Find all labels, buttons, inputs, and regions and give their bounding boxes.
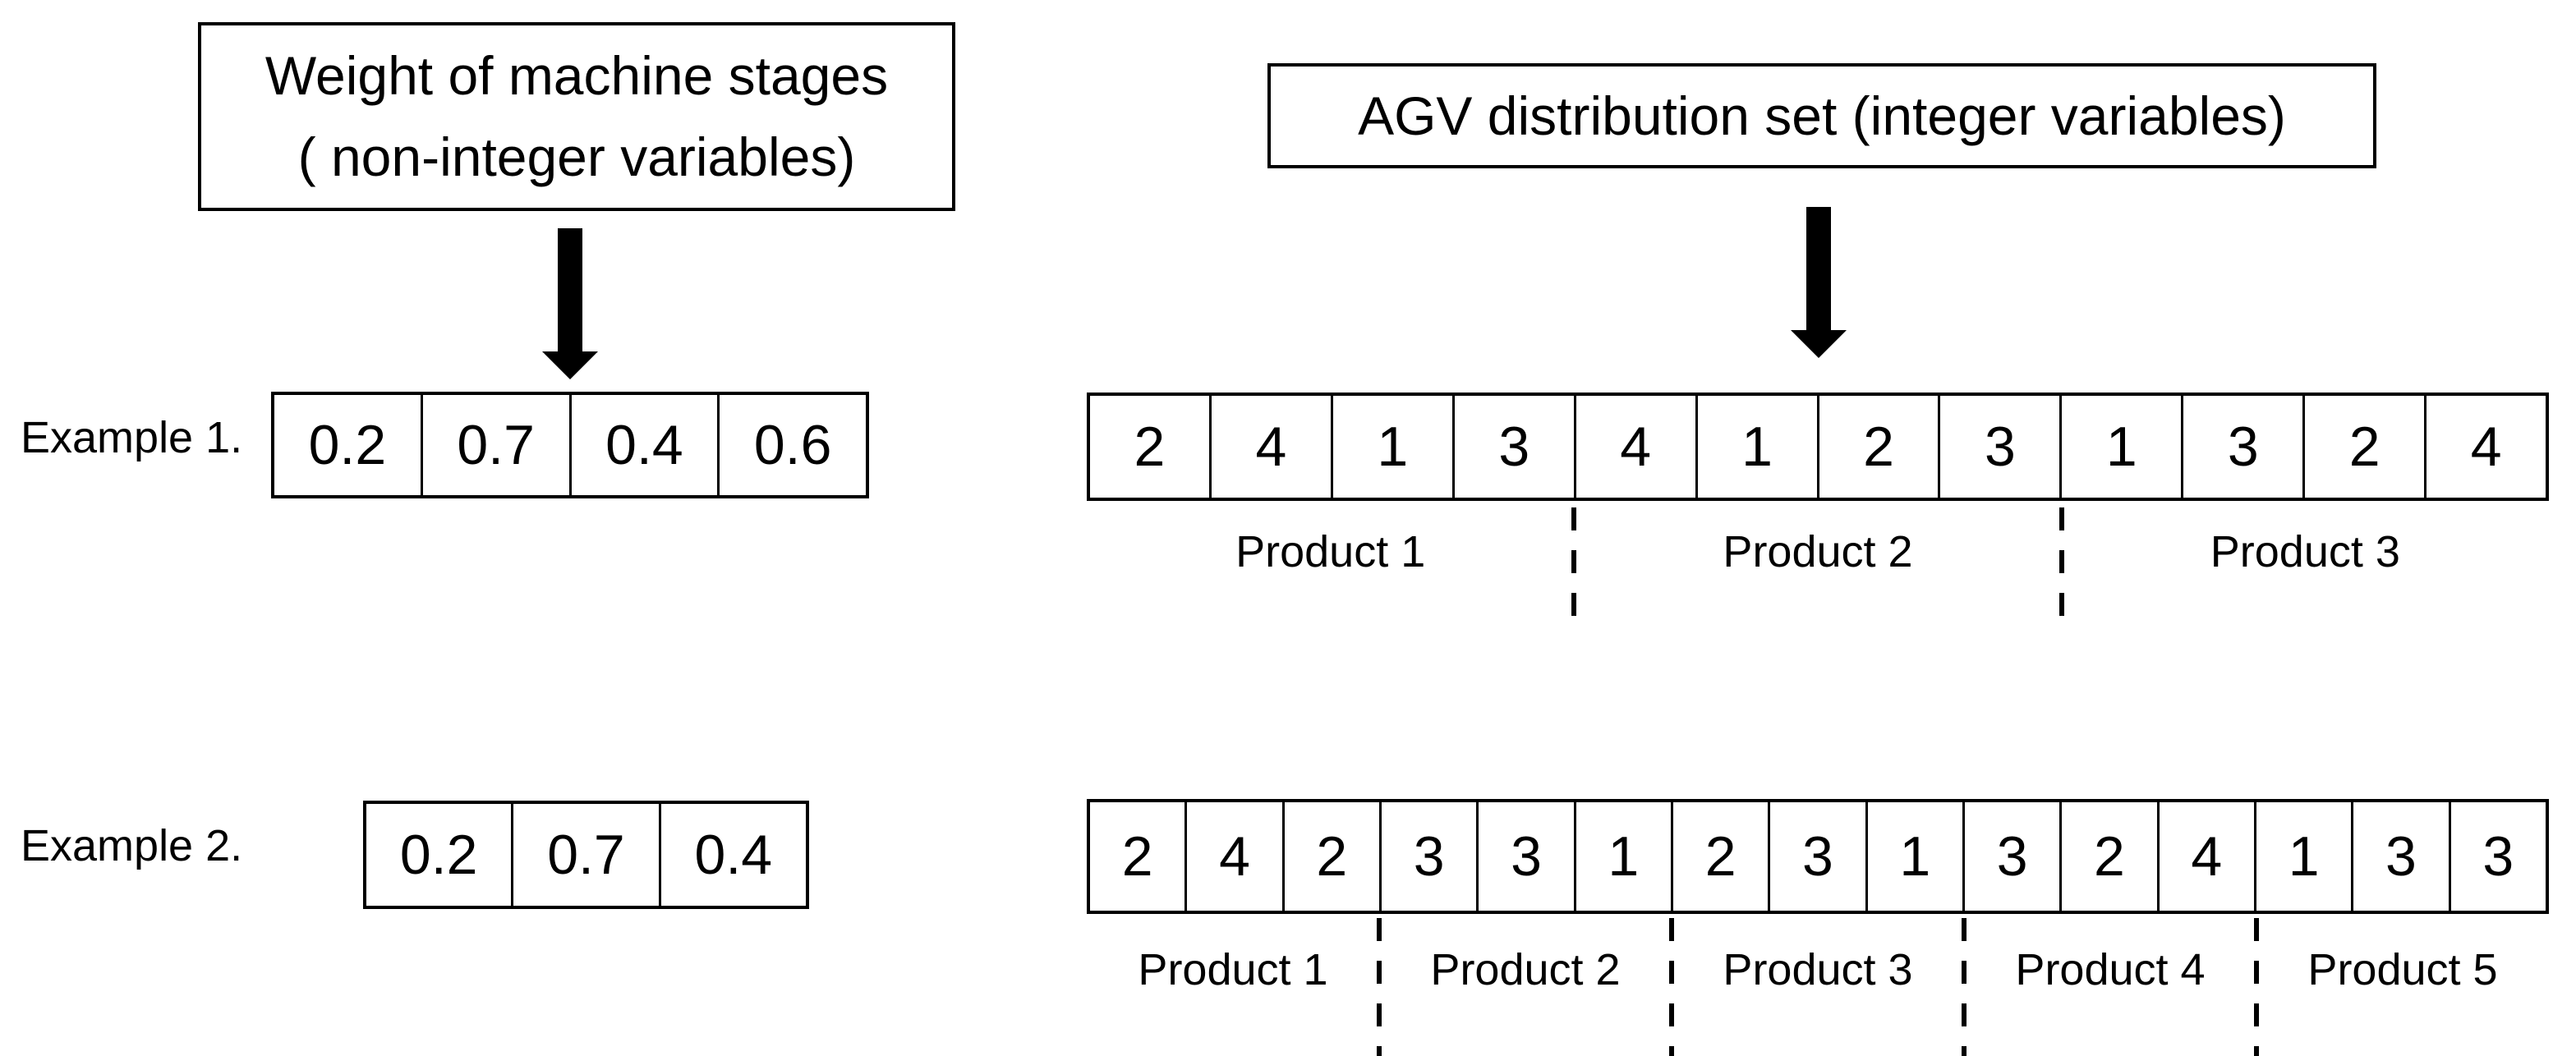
agv-cell: 2 [2302,396,2424,498]
agv-cell: 3 [1962,802,2059,911]
example-1-label: Example 1. [21,413,243,462]
down-arrow-icon [542,228,598,379]
product-group-label: Product 1 [1138,945,1328,994]
example-1-product-groups: Product 1 Product 2 Product 3 [1087,506,2549,631]
agv-cell: 4 [1184,802,1281,911]
agv-cell: 3 [1476,802,1573,911]
arrow-shaft [558,228,582,351]
agv-cell: 1 [2253,802,2351,911]
weight-cell: 0.2 [308,414,387,476]
weight-cell: 0.7 [511,804,658,906]
arrow-shaft [1806,207,1831,330]
weights-header-line1: Weight of machine stages [264,45,889,106]
down-arrow-icon [1791,207,1847,358]
group-separator-dashed-line [1571,507,1577,631]
agv-cell: 1 [2059,396,2181,498]
agv-cell: 3 [2181,396,2302,498]
agv-header-box: AGV distribution set (integer variables) [1267,63,2376,168]
arrow-head [542,351,598,379]
agv-cell: 2 [2059,802,2156,911]
agv-cell: 3 [2351,802,2448,911]
agv-cell: 3 [1938,396,2059,498]
group-separator-dashed-line [2254,918,2259,1056]
weight-cell: 0.4 [568,395,718,495]
agv-cell: 2 [1134,416,1166,478]
group-separator-dashed-line [1669,918,1674,1056]
agv-cell: 3 [1768,802,1865,911]
product-group-label: Product 3 [2210,527,2400,576]
arrow-head [1791,330,1847,358]
product-group-label: Product 2 [1430,945,1621,994]
product-group-label: Product 2 [1723,527,1913,576]
product-group-label: Product 1 [1235,527,1426,576]
product-group-label: Product 5 [2307,945,2498,994]
agv-cell: 1 [1695,396,1817,498]
agv-cell: 3 [1451,396,1574,498]
group-separator-dashed-line [1962,918,1966,1056]
agv-cell: 2 [1121,825,1153,888]
agv-cell: 3 [2448,802,2546,911]
example-2-product-groups: Product 1 Product 2 Product 3 Product 4 Prod… [1087,916,2549,1056]
agv-cell: 4 [1573,396,1695,498]
agv-cell: 3 [1378,802,1476,911]
weight-cell: 0.7 [420,395,569,495]
weights-header-line2: ( non-integer variables) [297,126,856,187]
agv-cell: 2 [1281,802,1379,911]
agv-cell: 2 [1670,802,1768,911]
product-group-label: Product 4 [2015,945,2206,994]
weights-header-box: Weight of machine stages ( non-integer v… [198,22,955,211]
agv-cell: 1 [1865,802,1962,911]
agv-cell: 1 [1573,802,1671,911]
group-separator-dashed-line [1377,918,1382,1056]
weight-cell: 0.2 [399,824,478,886]
agv-cell: 2 [1816,396,1939,498]
weight-cell: 0.4 [658,804,806,906]
agv-cell: 1 [1330,396,1452,498]
agv-cell: 4 [2156,802,2254,911]
agv-header-text: AGV distribution set (integer variables) [1358,85,2286,146]
product-group-label: Product 3 [1723,945,1913,994]
example-2-label: Example 2. [21,821,243,870]
group-separator-dashed-line [2058,507,2064,631]
weight-cell: 0.6 [717,395,866,495]
agv-cell: 4 [2424,396,2546,498]
agv-cell: 4 [1208,396,1331,498]
